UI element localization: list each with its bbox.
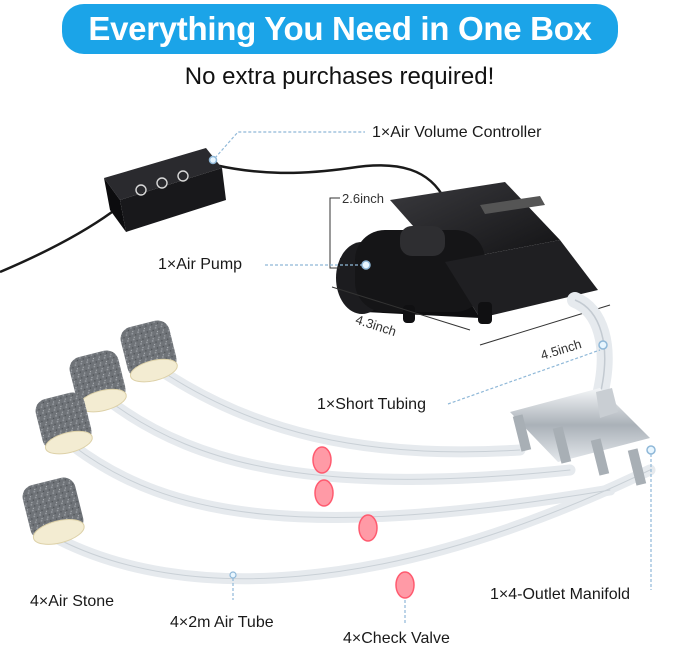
callout-short-tubing: 1×Short Tubing bbox=[317, 396, 426, 413]
headline-text: Everything You Need in One Box bbox=[88, 10, 592, 47]
callout-check-valve: 4×Check Valve bbox=[343, 630, 450, 647]
air-stones bbox=[22, 320, 178, 545]
check-valves bbox=[312, 446, 415, 599]
callout-lines bbox=[214, 131, 652, 625]
headline-banner: Everything You Need in One Box bbox=[62, 4, 618, 54]
air-pump-device bbox=[336, 182, 598, 324]
subtitle: No extra purchases required! bbox=[184, 63, 495, 90]
callout-controller: 1×Air Volume Controller bbox=[372, 124, 542, 141]
power-cord bbox=[0, 163, 447, 274]
air-tubes bbox=[54, 364, 656, 585]
callout-pump: 1×Air Pump bbox=[158, 256, 243, 273]
dimension-height: 2.6inch bbox=[342, 191, 384, 206]
controller-device bbox=[104, 148, 226, 232]
callout-manifold: 1×4-Outlet Manifold bbox=[490, 586, 631, 603]
callout-air-stone: 4×Air Stone bbox=[30, 593, 115, 610]
manifold-device bbox=[510, 388, 656, 486]
callout-air-tube: 4×2m Air Tube bbox=[170, 614, 274, 631]
